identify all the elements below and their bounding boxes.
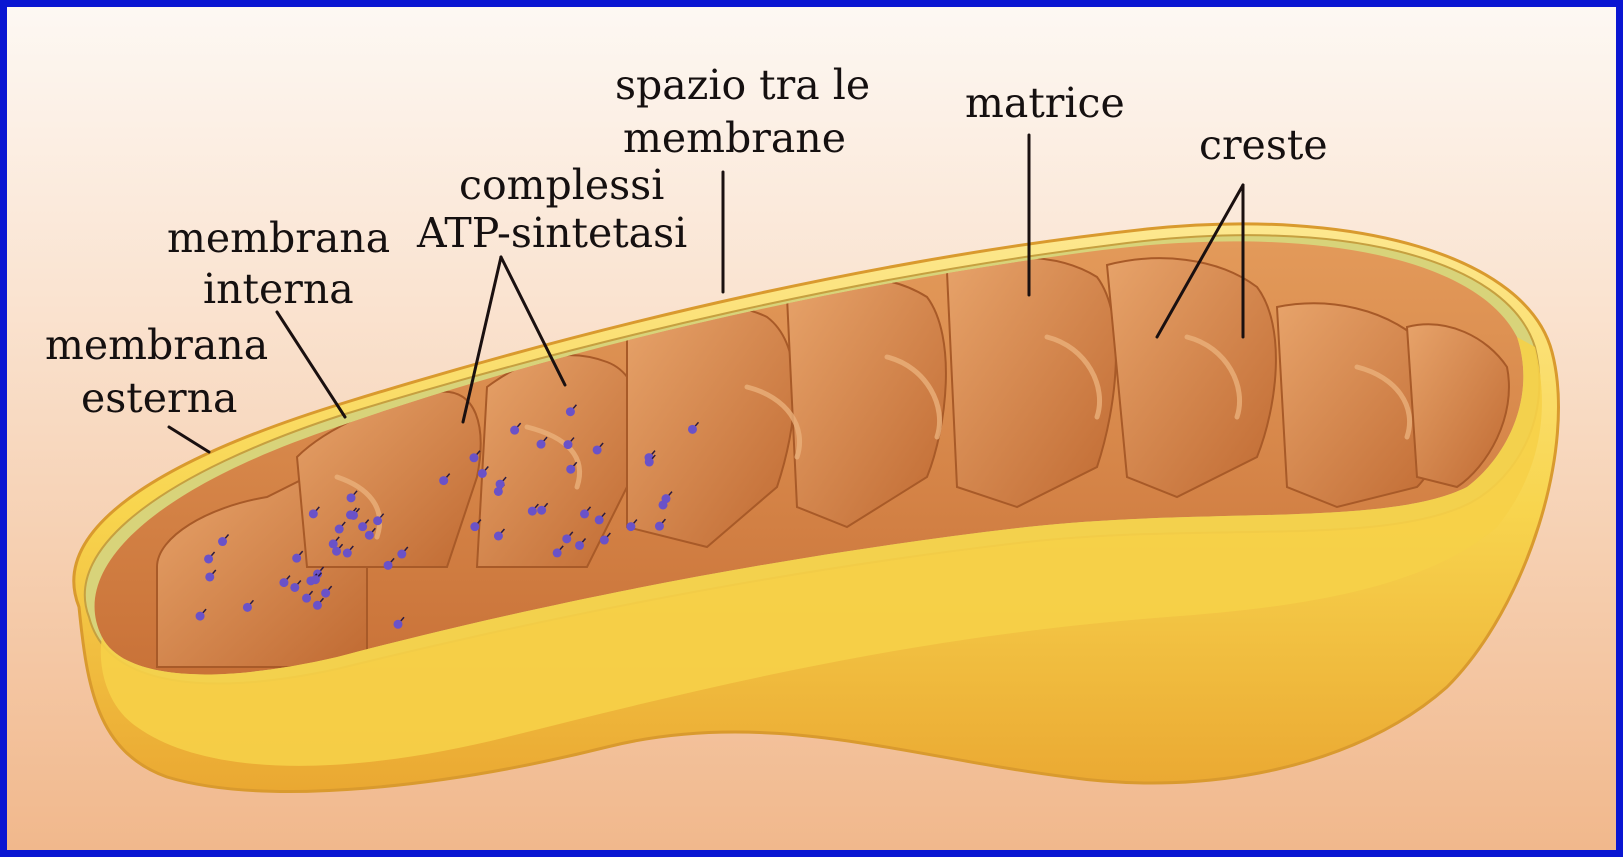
crista — [1107, 258, 1276, 497]
label-membrana-interna-line2: interna — [203, 265, 354, 313]
atp-synthase-head — [439, 476, 448, 485]
atp-synthase-head — [311, 575, 320, 584]
atp-synthase-head — [553, 548, 562, 557]
atp-synthase-head — [655, 522, 664, 531]
atp-synthase-head — [349, 511, 358, 520]
label-matrice: matrice — [965, 79, 1125, 127]
atp-synthase-head — [563, 440, 572, 449]
atp-synthase-head — [313, 601, 322, 610]
atp-synthase-head — [309, 509, 318, 518]
atp-synthase-head — [347, 493, 356, 502]
atp-synthase-head — [528, 507, 537, 516]
atp-synthase-head — [600, 536, 609, 545]
atp-synthase-head — [566, 407, 575, 416]
atp-synthase-head — [335, 525, 344, 534]
atp-synthase-head — [575, 541, 584, 550]
atp-synthase-head — [580, 509, 589, 518]
atp-synthase-head — [595, 515, 604, 524]
label-membrana-esterna-line2: esterna — [81, 374, 238, 422]
atp-synthase-head — [688, 425, 697, 434]
atp-synthase-head — [218, 537, 227, 546]
atp-synthase-head — [302, 594, 311, 603]
label-spazio-line1: spazio tra le — [615, 61, 870, 109]
mitochondrion-diagram: spazio tra le membrane matrice creste co… — [7, 7, 1616, 850]
atp-synthase-head — [243, 603, 252, 612]
label-complessi-line1: complessi — [459, 161, 664, 209]
atp-synthase-head — [290, 583, 299, 592]
atp-synthase-head — [537, 440, 546, 449]
atp-synthase-head — [196, 612, 205, 621]
atp-synthase-head — [470, 522, 479, 531]
atp-synthase-head — [661, 494, 670, 503]
atp-synthase-head — [358, 522, 367, 531]
atp-synthase-head — [373, 516, 382, 525]
atp-synthase-head — [566, 465, 575, 474]
atp-synthase-head — [645, 458, 654, 467]
atp-synthase-head — [279, 578, 288, 587]
atp-synthase-head — [494, 531, 503, 540]
atp-synthase-head — [321, 589, 330, 598]
atp-synthase-head — [332, 547, 341, 556]
atp-synthase-head — [496, 480, 505, 489]
label-complessi-line2: ATP-sintetasi — [416, 209, 687, 257]
atp-synthase-head — [397, 550, 406, 559]
label-membrana-interna-line1: membrana — [167, 214, 390, 262]
label-creste: creste — [1199, 121, 1328, 169]
crista — [947, 258, 1116, 507]
label-spazio-line2: membrane — [623, 114, 846, 162]
label-membrana-esterna-line1: membrana — [45, 321, 268, 369]
atp-synthase-head — [204, 554, 213, 563]
atp-synthase-head — [292, 554, 301, 563]
atp-synthase-head — [478, 469, 487, 478]
atp-synthase-head — [537, 506, 546, 515]
atp-synthase-head — [365, 531, 374, 540]
atp-synthase-head — [510, 426, 519, 435]
atp-synthase-head — [393, 620, 402, 629]
atp-synthase-head — [562, 534, 571, 543]
atp-synthase-head — [384, 561, 393, 570]
atp-synthase-head — [205, 572, 214, 581]
atp-synthase-head — [593, 445, 602, 454]
atp-synthase-head — [469, 453, 478, 462]
atp-synthase-head — [343, 549, 352, 558]
atp-synthase-head — [626, 522, 635, 531]
